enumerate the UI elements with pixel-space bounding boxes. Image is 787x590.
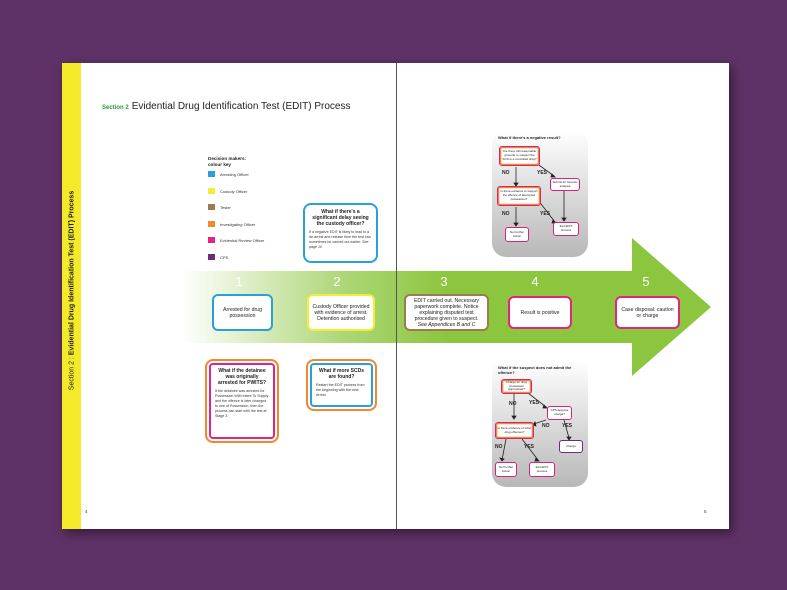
sidebar-tab: Section 2 : Evidential Drug Identificati…	[62, 63, 81, 529]
section-label: Section 2	[102, 105, 129, 111]
negative-q2: Is there evidence to support the offence…	[497, 186, 541, 206]
step-box-4: Result is positive	[508, 296, 572, 329]
admit-nfa: No Further Action	[495, 462, 517, 477]
label-no: NO	[509, 401, 517, 407]
step-number-3: 3	[440, 274, 448, 289]
step-box-2: Custody Officer provided with evidence o…	[307, 294, 375, 331]
negative-forensic: Submit for forensic analysis	[550, 178, 580, 191]
callout-body: Restart the EDIT process from the beginn…	[316, 383, 365, 397]
mini-text: No Further Action	[509, 229, 525, 238]
mini-text: Are there still reasonable grounds to su…	[502, 149, 537, 161]
key-item-investigating: Investigating Officer	[208, 217, 258, 234]
mini-text: Exit EDIT process	[559, 224, 573, 232]
key-item-cps: CPS	[208, 250, 258, 267]
admit-q3: Is there evidence of other drug offences…	[495, 422, 534, 439]
panel-title: What if the suspect does not admit the o…	[498, 365, 572, 375]
negative-exit: Exit EDIT process	[553, 222, 579, 236]
callout-title: What if more SCDs are found?	[318, 368, 364, 380]
key-swatch	[208, 237, 215, 243]
panel-title: What if there's a negative result?	[498, 135, 561, 140]
colour-key: Decision makers: colour key Arresting Of…	[208, 156, 264, 267]
label-yes: YES	[537, 170, 548, 176]
step-text: Arrested for drug possession	[223, 306, 262, 319]
callout-body: If a negative EDIT is likely to lead to …	[309, 230, 372, 250]
mini-text: No Further Action	[498, 464, 514, 473]
mini-text: Exit EDIT process	[535, 464, 549, 473]
mini-text: Is there evidence to support the offence…	[500, 189, 538, 201]
key-swatch	[208, 187, 215, 194]
key-label: Arresting Officer	[220, 172, 249, 177]
key-swatch	[208, 253, 215, 260]
step-text: EDIT carried out. Necessary paperwork co…	[413, 297, 480, 322]
label-yes: YES	[540, 211, 551, 217]
callout-pwits: What if the detainee was originally arre…	[205, 359, 279, 443]
negative-nfa: No Further Action	[505, 227, 529, 242]
step-text: Custody Officer provided with evidence o…	[312, 303, 370, 322]
sidebar-title: Section 2 : Evidential Drug Identificati…	[68, 190, 76, 391]
key-item-tester: Tester	[208, 200, 258, 217]
mini-text: CPS approve charge?	[550, 408, 569, 416]
mini-text: Submit for forensic analysis	[552, 179, 578, 188]
key-label: CPS	[220, 254, 229, 260]
mini-text: Charge	[566, 443, 576, 448]
admit-charge: Charge	[559, 440, 583, 453]
callout-body-text: If a negative EDIT is likely to lead to …	[309, 230, 371, 244]
step-box-3: EDIT carried out. Necessary paperwork co…	[404, 294, 489, 331]
callout-more-scds: What if more SCDs are found? Restart the…	[306, 359, 377, 411]
callout-reference: See page 10	[309, 240, 369, 249]
step-number-5: 5	[642, 274, 650, 289]
admit-q2: CPS approve charge?	[547, 406, 572, 420]
step-text: Case disposal: caution or charge	[621, 306, 674, 319]
admit-exit: Exit EDIT process	[529, 462, 555, 477]
brochure-spread: Section 2 : Evidential Drug Identificati…	[62, 63, 729, 529]
key-label: Custody Officer	[220, 188, 248, 194]
step-box-5: Case disposal: caution or charge	[615, 296, 680, 329]
key-label: Tester	[220, 205, 231, 210]
step-text: Result is positive	[520, 309, 560, 316]
page-title-text: Evidential Drug Identification Test (EDI…	[131, 101, 351, 112]
panel-flow-arrows	[499, 392, 572, 462]
key-item-custody: Custody Officer	[208, 184, 258, 201]
page-spine	[396, 63, 397, 529]
key-item-arresting: Arresting Officer	[208, 167, 258, 184]
panel-not-admit: What if the suspect does not admit the o…	[492, 360, 588, 487]
key-label: Investigating Officer	[220, 221, 256, 227]
label-no: NO	[495, 444, 503, 450]
mini-text: Is there evidence of other drug offences…	[497, 425, 532, 434]
key-swatch	[208, 204, 215, 210]
step-number-2: 2	[333, 274, 341, 289]
label-yes: YES	[524, 444, 535, 450]
page-number-left: 4	[85, 509, 88, 514]
key-item-review: Evidential Review Officer	[208, 233, 264, 250]
label-no: NO	[502, 211, 510, 217]
mini-text: Charge for drug possession appropriate?	[505, 379, 527, 392]
step-box-1: Arrested for drug possession	[212, 294, 273, 331]
callout-title: What if there's a significant delay seei…	[312, 209, 369, 227]
label-yes: YES	[529, 400, 540, 406]
callout-title: What if the detainee was originally arre…	[217, 368, 267, 386]
callout-body: If the detainee was arrested for Possess…	[215, 389, 269, 418]
callout-delay: What if there's a significant delay seei…	[303, 203, 378, 263]
key-swatch	[208, 220, 215, 227]
page-number-right: 5	[704, 509, 707, 514]
label-yes: YES	[562, 423, 573, 429]
step-reference: See Appendices B and C	[417, 321, 476, 328]
key-swatch	[208, 171, 215, 177]
colour-key-title: Decision makers: colour key	[208, 156, 247, 167]
panel-negative-result: What if there's a negative result? Are t…	[492, 130, 588, 257]
admit-q1: Charge for drug possession appropriate?	[501, 379, 532, 394]
step-number-4: 4	[531, 274, 539, 289]
label-no: NO	[502, 170, 510, 176]
key-label: Evidential Review Officer	[220, 238, 265, 243]
label-no: NO	[542, 423, 550, 429]
negative-q1: Are there still reasonable grounds to su…	[499, 146, 540, 166]
step-number-1: 1	[235, 274, 243, 289]
